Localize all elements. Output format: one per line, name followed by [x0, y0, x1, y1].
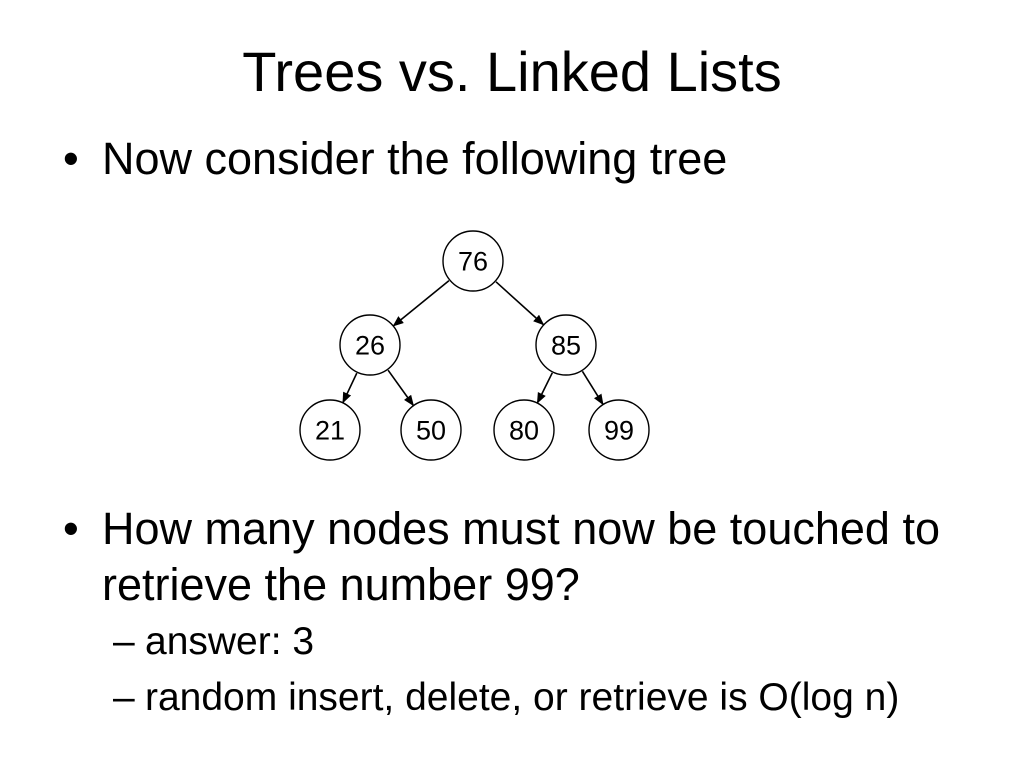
tree-edge-76-85: [495, 281, 545, 326]
tree-node-76: 76: [442, 230, 504, 292]
tree-node-label: 80: [509, 415, 539, 445]
bullet-icon: •: [63, 503, 79, 554]
tree-node-label: 99: [604, 415, 634, 445]
tree-node-26: 26: [339, 314, 401, 376]
tree-edge-26-50: [387, 369, 415, 407]
tree-node-circle: [400, 399, 462, 461]
page-title: Trees vs. Linked Lists: [242, 40, 782, 103]
tree-node-label: 26: [355, 330, 385, 360]
bullet-text-line: How many nodes must now be touched to: [102, 503, 940, 554]
bullet-text: Now consider the following tree: [102, 133, 728, 184]
tree-edge-85-99: [581, 370, 604, 406]
tree-node-80: 80: [493, 399, 555, 461]
bullet-icon: •: [63, 133, 79, 184]
sub-bullet-text: random insert, delete, or retrieve is O(…: [145, 676, 900, 719]
tree-edge-26-21: [342, 372, 358, 404]
sub-bullet-text: answer: 3: [145, 620, 315, 663]
dash-icon: –: [113, 676, 135, 719]
tree-edge-85-80: [536, 372, 554, 404]
bullet-item: • Now consider the following tree: [63, 133, 727, 185]
dash-icon: –: [113, 620, 135, 663]
tree-node-50: 50: [400, 399, 462, 461]
tree-node-circle: [493, 399, 555, 461]
tree-node-85: 85: [535, 314, 597, 376]
tree-node-circle: [442, 230, 504, 292]
bullet-item: • How many nodes must now be touched to …: [63, 501, 940, 613]
tree-edge-76-26: [392, 279, 450, 327]
tree-node-label: 76: [458, 246, 488, 276]
tree-node-99: 99: [588, 399, 650, 461]
tree-node-label: 50: [416, 415, 446, 445]
binary-tree-diagram: 76 26 85 21 50 80 99: [299, 230, 650, 461]
tree-node-label: 85: [551, 330, 581, 360]
tree-node-circle: [339, 314, 401, 376]
tree-node-circle: [588, 399, 650, 461]
sub-bullet-item: – random insert, delete, or retrieve is …: [113, 676, 899, 720]
tree-node-label: 21: [315, 415, 345, 445]
tree-node-circle: [299, 399, 361, 461]
tree-node-21: 21: [299, 399, 361, 461]
tree-node-circle: [535, 314, 597, 376]
bullet-text-line: retrieve the number 99?: [102, 559, 580, 610]
sub-bullet-item: – answer: 3: [113, 620, 314, 664]
